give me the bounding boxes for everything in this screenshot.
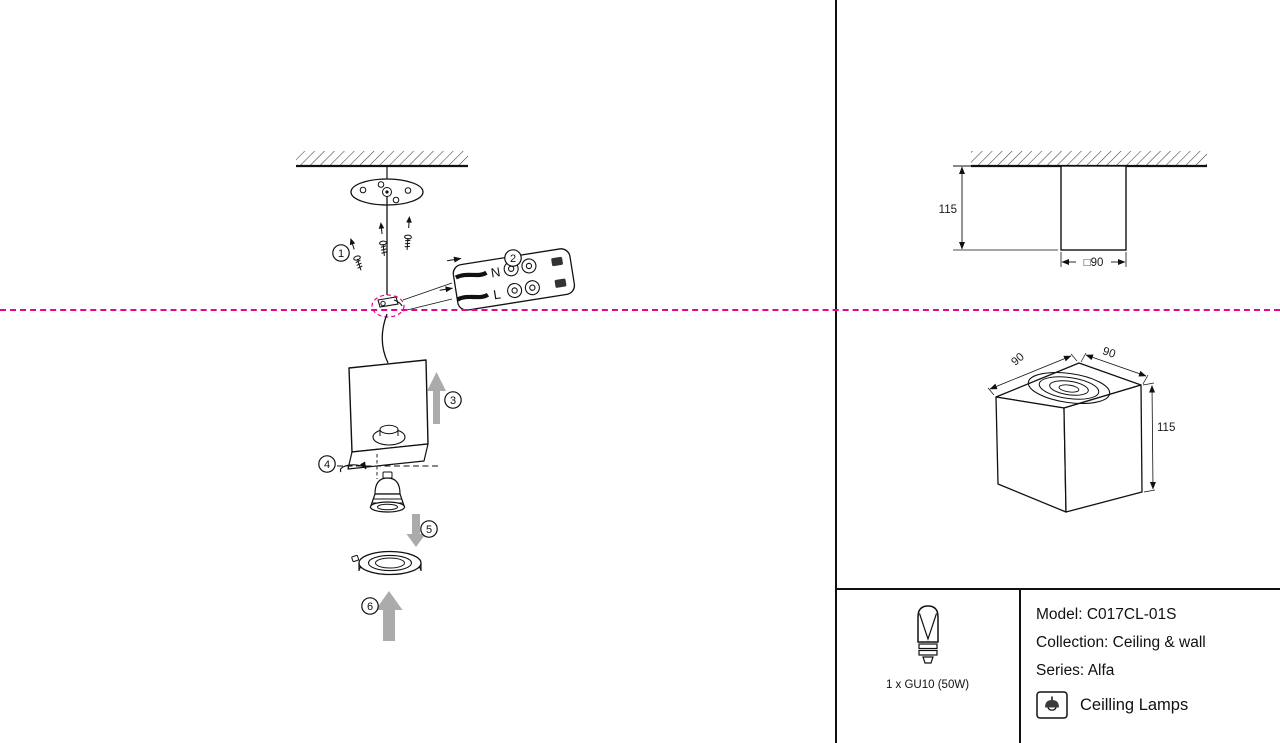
screw-icon xyxy=(378,222,387,256)
assembly-diagram: N L xyxy=(296,151,576,641)
step-1-number: 1 xyxy=(338,248,344,260)
terminal-block: N L xyxy=(439,248,576,311)
insert-arrow-icon xyxy=(447,256,462,263)
step-5-number: 5 xyxy=(426,524,432,536)
step-3-number: 3 xyxy=(450,395,456,407)
insert-arrow-icon xyxy=(439,286,453,293)
gu10-bulb-icon xyxy=(916,605,939,664)
terminal-l-label: L xyxy=(492,286,501,302)
clamp-mark xyxy=(551,256,563,267)
step-2-number: 2 xyxy=(510,253,516,265)
perspective-view: 90 90 115 xyxy=(987,345,1175,513)
step-3-badge: 3 xyxy=(444,391,462,409)
screw-icon xyxy=(404,216,412,251)
front-view: 115 □90 xyxy=(939,151,1207,269)
step-6-number: 6 xyxy=(367,601,373,613)
bulb-spec-cell: 1 x GU10 (50W) xyxy=(836,590,1019,743)
fixture-wire xyxy=(381,313,389,364)
perspective-top-label: 90 xyxy=(1101,345,1117,360)
wire-l xyxy=(456,292,490,302)
table-column-border xyxy=(1019,588,1021,743)
step-5-badge: 5 xyxy=(420,520,438,538)
front-width-label: □90 xyxy=(1084,257,1104,269)
ceiling-lamp-icon xyxy=(1036,691,1068,719)
arrow-down-icon xyxy=(406,514,426,547)
step-1-badge: 1 xyxy=(332,244,350,262)
perspective-side-label: 90 xyxy=(1009,351,1027,368)
mounting-plate xyxy=(350,166,424,206)
rotation-arrow-icon xyxy=(339,461,367,473)
perspective-height-label: 115 xyxy=(1157,422,1175,434)
bulb-spec-label: 1 x GU10 (50W) xyxy=(885,679,970,691)
lamp-body xyxy=(347,359,429,470)
step-4-number: 4 xyxy=(324,459,330,471)
step-4-badge: 4 xyxy=(318,455,336,473)
collection-line: Collection: Ceiling & wall xyxy=(1036,634,1206,651)
trim-ring xyxy=(351,550,422,576)
screw-icon xyxy=(349,238,363,271)
product-spec-cell: Model: C017CL-01S Collection: Ceiling & … xyxy=(1021,590,1280,743)
lamp-body-front xyxy=(1060,165,1127,251)
terminal-screws xyxy=(503,258,540,299)
magenta-dashed-line xyxy=(0,309,1280,311)
clamp-mark xyxy=(554,278,567,288)
ceiling-hatch xyxy=(296,151,468,168)
mounting-screws xyxy=(349,216,412,271)
rotate-step xyxy=(337,454,441,479)
dimension-views: 115 □90 90 90 xyxy=(939,151,1207,513)
front-height-label: 115 xyxy=(939,204,957,216)
table-top-border xyxy=(836,588,1280,590)
wire-junction xyxy=(371,282,453,318)
model-line: Model: C017CL-01S xyxy=(1036,606,1177,623)
step-2-badge: 2 xyxy=(504,249,522,267)
junction-highlight xyxy=(371,294,405,318)
category-row: Ceilling Lamps xyxy=(1036,691,1280,719)
terminal-n-label: N xyxy=(490,264,502,280)
series-line: Series: Alfa xyxy=(1036,662,1115,679)
gu10-bulb xyxy=(369,471,406,513)
step-6-badge: 6 xyxy=(361,597,379,615)
arrow-up-large-icon xyxy=(375,591,403,641)
category-label: Ceilling Lamps xyxy=(1080,695,1189,714)
vertical-divider xyxy=(835,0,837,743)
arrow-up-icon xyxy=(427,372,446,424)
wire-n xyxy=(454,270,488,280)
